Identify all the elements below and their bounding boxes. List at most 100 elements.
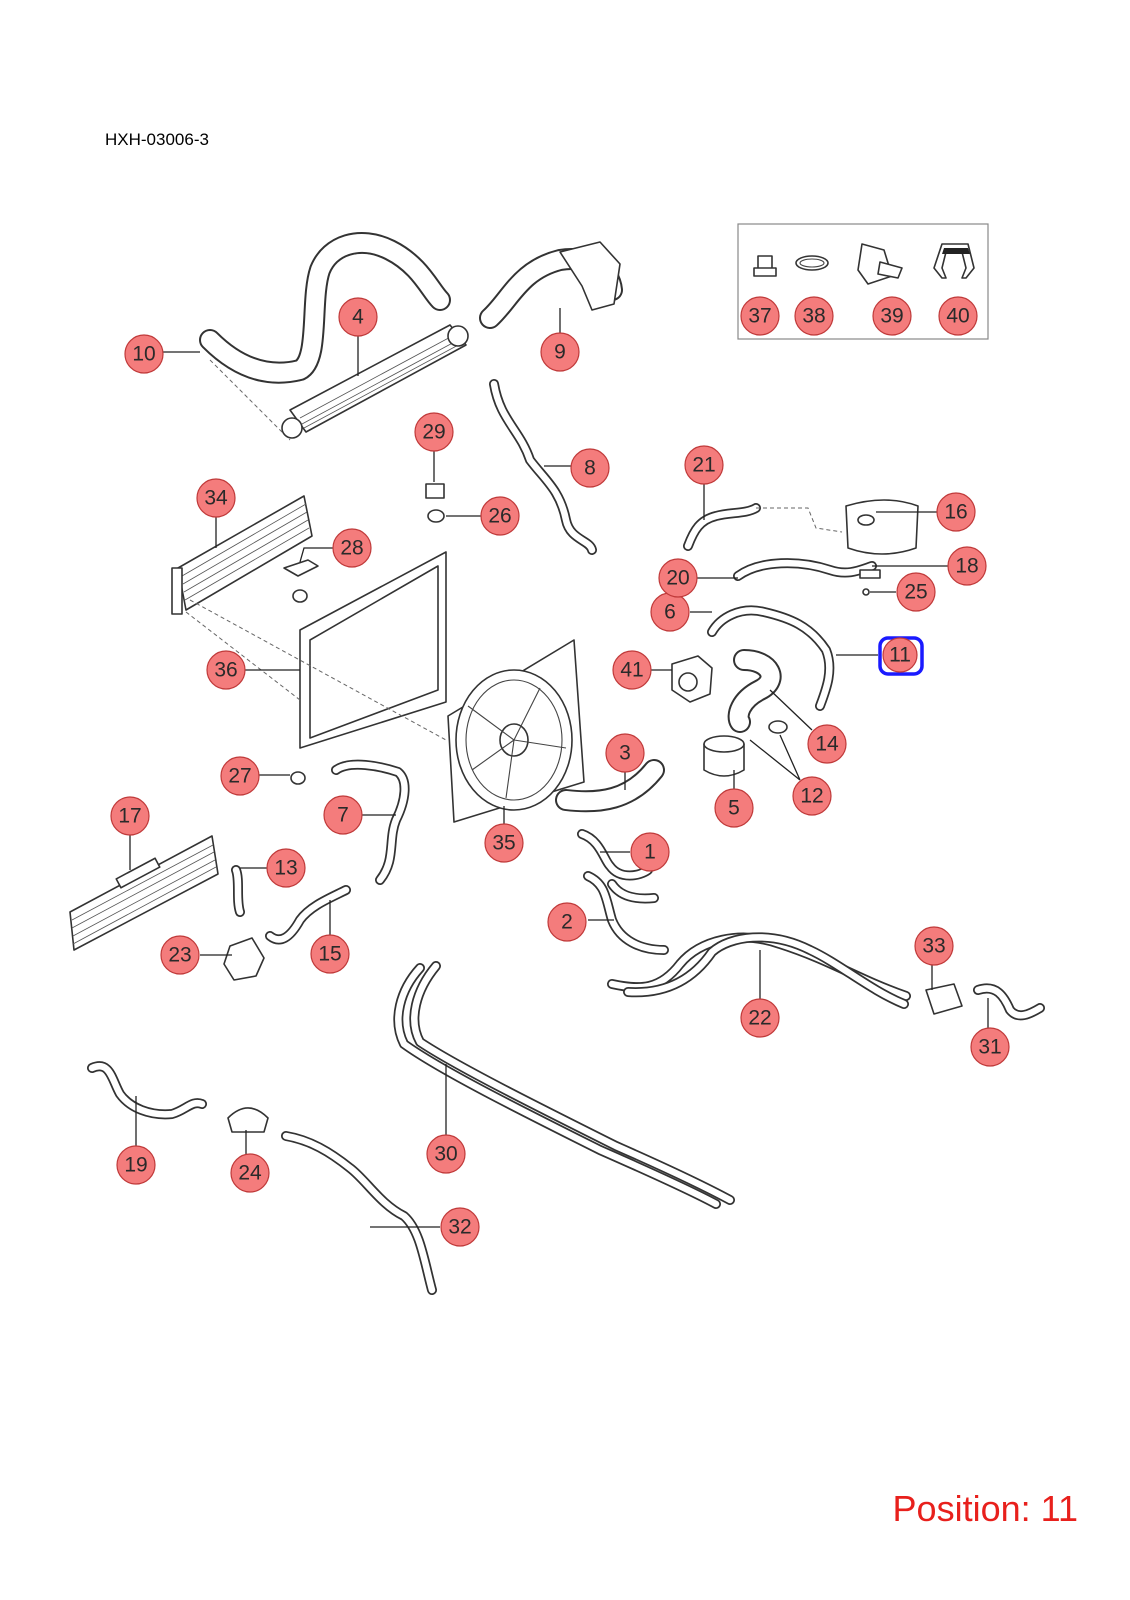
svg-text:8: 8 (584, 457, 596, 480)
svg-text:33: 33 (922, 935, 945, 958)
callout-3[interactable]: 3 (605, 733, 645, 773)
inset-box (737, 223, 989, 340)
callout-4[interactable]: 4 (338, 297, 378, 337)
svg-text:24: 24 (238, 1162, 262, 1185)
hoses-19-24-32 (87, 1061, 437, 1295)
svg-text:1: 1 (644, 841, 656, 864)
intercooler-core (281, 324, 469, 439)
position-label: Position: 11 (892, 1488, 1078, 1529)
svg-text:34: 34 (204, 487, 228, 510)
svg-text:25: 25 (904, 581, 927, 604)
svg-text:26: 26 (488, 505, 511, 528)
svg-text:35: 35 (492, 832, 515, 855)
intercooler-pipes (199, 231, 623, 441)
oil-cooler-17 (69, 835, 219, 951)
coolant-hoses-right (683, 499, 919, 711)
callout-8[interactable]: 8 (570, 448, 610, 488)
callout-20[interactable]: 20 (658, 558, 698, 598)
callout-21[interactable]: 21 (684, 445, 724, 485)
svg-text:18: 18 (955, 555, 978, 578)
callout-24[interactable]: 24 (230, 1153, 270, 1193)
hoses-13-15 (223, 865, 351, 981)
svg-text:19: 19 (124, 1154, 147, 1177)
svg-text:2: 2 (561, 911, 573, 934)
svg-text:30: 30 (434, 1143, 457, 1166)
svg-text:41: 41 (620, 659, 643, 682)
diagram-code: HXH-03006-3 (105, 130, 209, 149)
svg-text:31: 31 (978, 1036, 1001, 1059)
throttle-housing (559, 241, 621, 311)
svg-text:29: 29 (422, 421, 445, 444)
expansion-tank-16 (845, 499, 919, 555)
svg-text:20: 20 (666, 567, 689, 590)
svg-text:12: 12 (800, 785, 823, 808)
svg-text:4: 4 (352, 306, 364, 329)
callout-37[interactable]: 37 (740, 296, 780, 336)
svg-text:14: 14 (815, 733, 839, 756)
callout-39[interactable]: 39 (872, 296, 912, 336)
pipe-bundle-30 (393, 961, 735, 1209)
svg-text:28: 28 (340, 537, 363, 560)
callout-9[interactable]: 9 (540, 332, 580, 372)
svg-text:7: 7 (337, 804, 349, 827)
svg-text:32: 32 (448, 1216, 471, 1239)
callout-13[interactable]: 13 (266, 848, 306, 888)
svg-text:9: 9 (554, 341, 566, 364)
callout-22[interactable]: 22 (740, 998, 780, 1038)
radiator-36 (185, 551, 447, 749)
callout-28[interactable]: 28 (332, 528, 372, 568)
callout-34[interactable]: 34 (196, 478, 236, 518)
pipe-8 (489, 379, 597, 555)
callout-5[interactable]: 5 (714, 788, 754, 828)
callout-25[interactable]: 25 (896, 572, 936, 612)
callout-41[interactable]: 41 (612, 650, 652, 690)
callout-23[interactable]: 23 (160, 935, 200, 975)
svg-text:16: 16 (944, 501, 967, 524)
callout-17[interactable]: 17 (110, 796, 150, 836)
callout-14[interactable]: 14 (807, 724, 847, 764)
callout-7[interactable]: 7 (323, 795, 363, 835)
callout-11[interactable]: 11 (878, 636, 924, 676)
callout-10[interactable]: 10 (124, 334, 164, 374)
callout-29[interactable]: 29 (414, 412, 454, 452)
callout-38[interactable]: 38 (794, 296, 834, 336)
callout-33[interactable]: 33 (914, 926, 954, 966)
svg-text:5: 5 (728, 797, 740, 820)
pumps-41-5-hose-14 (671, 649, 788, 777)
callout-12[interactable]: 12 (792, 776, 832, 816)
callout-15[interactable]: 15 (310, 934, 350, 974)
callout-1[interactable]: 1 (630, 832, 670, 872)
pipes-22-31 (607, 932, 1045, 1021)
callout-32[interactable]: 32 (440, 1207, 480, 1247)
fan-shroud-35 (447, 639, 585, 823)
leader-lines (129, 308, 989, 1228)
svg-text:23: 23 (168, 944, 191, 967)
bolt-37-part (753, 255, 777, 277)
callout-30[interactable]: 30 (426, 1134, 466, 1174)
bracket-33 (925, 983, 963, 1015)
ac-condenser-34 (171, 495, 313, 615)
callout-16[interactable]: 16 (936, 492, 976, 532)
callout-18[interactable]: 18 (947, 546, 987, 586)
callout-6[interactable]: 6 (650, 592, 690, 632)
callout-40[interactable]: 40 (938, 296, 978, 336)
callout-36[interactable]: 36 (206, 650, 246, 690)
svg-text:13: 13 (274, 857, 297, 880)
callout-35[interactable]: 35 (484, 823, 524, 863)
callout-31[interactable]: 31 (970, 1027, 1010, 1067)
svg-text:11: 11 (889, 644, 911, 667)
callout-27[interactable]: 27 (220, 756, 260, 796)
callout-2[interactable]: 2 (547, 902, 587, 942)
svg-text:38: 38 (802, 305, 825, 328)
svg-text:10: 10 (132, 343, 155, 366)
o-ring-38-part (795, 255, 829, 271)
svg-text:3: 3 (619, 742, 631, 765)
callout-19[interactable]: 19 (116, 1145, 156, 1185)
svg-text:17: 17 (118, 805, 141, 828)
valve-24 (227, 1107, 269, 1133)
callout-26[interactable]: 26 (480, 496, 520, 536)
svg-text:22: 22 (748, 1007, 771, 1030)
svg-text:37: 37 (748, 305, 771, 328)
svg-text:6: 6 (664, 601, 676, 624)
